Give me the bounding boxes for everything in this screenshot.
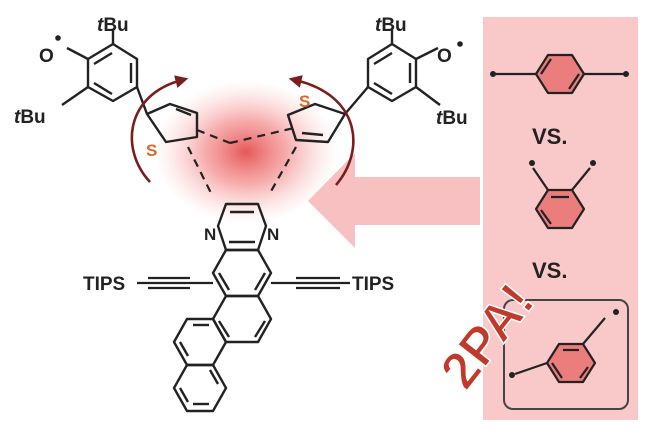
tips-ethynyl-groups [137, 276, 350, 290]
left-tips-label: TIPS [83, 274, 125, 295]
right-top-tbu-label: tBu [375, 15, 407, 36]
left-rotation-arrow [130, 75, 189, 183]
left-phenoxyl-radical [55, 30, 149, 115]
right-nitrogen-label: N [267, 225, 279, 244]
spin-interaction-glow [154, 80, 338, 224]
pointing-arrow [308, 153, 480, 248]
left-nitrogen-label: N [204, 225, 216, 244]
left-oxygen-label: O [39, 46, 54, 67]
meta-highlight-box [503, 299, 629, 410]
versus-label-2: VS. [532, 258, 567, 283]
right-sulfur-label: S [299, 92, 310, 111]
para-phenylene-linker [490, 53, 629, 95]
meta-phenylene-linker [509, 309, 619, 384]
right-oxygen-label: O [437, 46, 452, 67]
left-thiophene [145, 102, 199, 144]
right-rotation-arrow [288, 75, 355, 186]
left-bottom-tbu-label: tBu [14, 107, 46, 128]
ortho-phenylene-linker [529, 160, 596, 230]
left-top-tbu-label: tBu [97, 15, 129, 36]
right-bottom-tbu-label: tBu [436, 108, 468, 129]
azaacene-core [172, 202, 273, 413]
versus-label-1: VS. [532, 124, 567, 149]
left-sulfur-label: S [146, 141, 157, 160]
right-tips-label: TIPS [352, 274, 394, 295]
dashed-interaction-lines [187, 126, 297, 194]
right-phenoxyl-radical [344, 30, 463, 115]
